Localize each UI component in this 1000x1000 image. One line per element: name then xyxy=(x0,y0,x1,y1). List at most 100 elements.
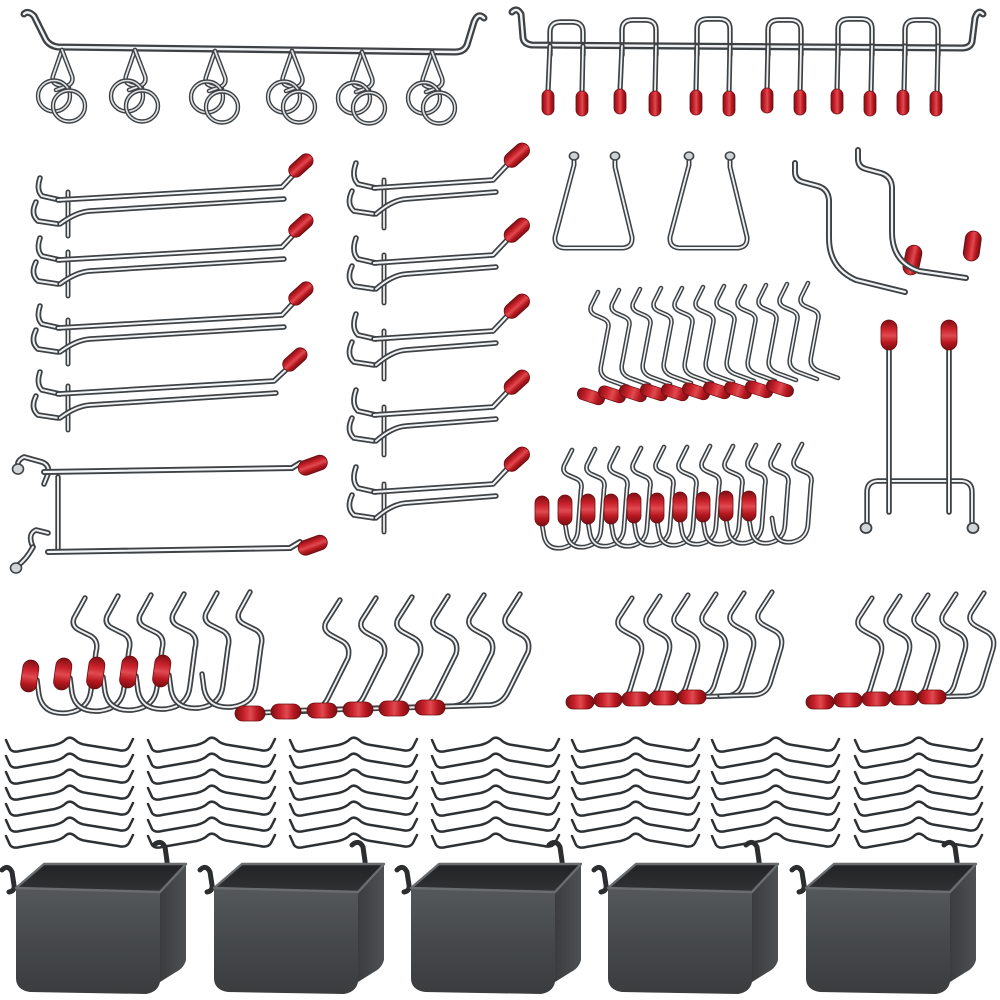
product-group-storage-bins xyxy=(0,845,1000,1000)
product-group-wire-spring-clips xyxy=(0,730,1000,850)
bin-hanging-tab xyxy=(591,864,609,895)
wire-spring-clip xyxy=(430,800,561,817)
wire-spring-clip xyxy=(288,752,419,769)
group-short-arm-hooks-set-c xyxy=(565,589,785,710)
bin-hanging-tab xyxy=(394,864,412,895)
storage-bin xyxy=(197,839,386,994)
bin-interior xyxy=(806,864,976,892)
bin-rim xyxy=(212,862,386,894)
wire-spring-clip xyxy=(710,800,841,817)
bin-side-face xyxy=(555,864,581,982)
wire-spring-clip xyxy=(710,832,841,849)
wire-spring-clip xyxy=(570,768,701,785)
bin-front-face xyxy=(214,888,358,994)
bin-interior xyxy=(608,864,778,892)
wire-spring-clip xyxy=(570,800,701,817)
wire-spring-clip xyxy=(288,816,419,833)
wire-spring-clip xyxy=(853,784,984,801)
bin-side-face xyxy=(160,864,186,982)
product-group-short-arm-hooks-group-d xyxy=(760,588,990,718)
wire-spring-clip xyxy=(570,736,701,753)
group-medium-straight-peg-hooks xyxy=(346,142,530,535)
product-group-medium-j-hooks-row xyxy=(540,445,830,570)
product-group-ring-tool-holder-bar xyxy=(10,6,480,141)
bin-rim xyxy=(409,862,583,894)
wire-spring-clip xyxy=(146,752,277,769)
bin-hanging-tab xyxy=(0,864,17,895)
wire-spring-clip xyxy=(710,752,841,769)
wire-spring-clip xyxy=(430,784,561,801)
group-storage-bins xyxy=(0,839,978,994)
wire-spring-clip xyxy=(430,768,561,785)
bin-front-face xyxy=(806,888,950,994)
wire-spring-clip xyxy=(570,816,701,833)
wire-spring-clip xyxy=(710,736,841,753)
bin-side-face xyxy=(358,864,384,982)
group-large-curved-hooks xyxy=(792,147,982,295)
product-group-double-straight-peg-hooks-left xyxy=(15,155,335,425)
wire-spring-clip xyxy=(4,800,135,817)
wire-spring-clip xyxy=(288,768,419,785)
bin-rim xyxy=(606,862,780,894)
group-double-post-tool-bracket xyxy=(859,319,980,534)
group-medium-j-hooks-row xyxy=(534,441,814,551)
bin-side-face xyxy=(950,864,976,982)
group-long-straight-peg-hooks xyxy=(30,153,314,433)
group-short-arm-hooks-set-d xyxy=(805,590,997,710)
product-group-large-curved-hooks xyxy=(790,145,990,295)
wire-spring-clip xyxy=(288,832,419,849)
product-group-large-j-hooks-group-a xyxy=(5,588,245,723)
wire-spring-clip xyxy=(430,816,561,833)
wire-spring-clip xyxy=(4,816,135,833)
wire-spring-clip xyxy=(4,752,135,769)
wire-spring-clip xyxy=(853,768,984,785)
product-group-long-arm-hooks-group-b xyxy=(240,588,530,723)
wire-spring-clip xyxy=(710,816,841,833)
group-long-arm-hooks-set-b xyxy=(234,591,532,722)
wire-spring-clip xyxy=(146,736,277,753)
product-group-double-post-tool-bracket xyxy=(855,318,980,533)
wire-spring-clip xyxy=(146,832,277,849)
group-ring-tool-holder-bar xyxy=(20,8,488,123)
product-group-trapezoid-loop-hangers xyxy=(560,148,785,273)
wire-spring-clip xyxy=(853,832,984,849)
wire-spring-clip xyxy=(853,800,984,817)
group-wire-spring-clips xyxy=(4,736,984,849)
bin-front-face xyxy=(411,888,555,994)
wire-spring-clip xyxy=(288,800,419,817)
bin-hanging-tab xyxy=(789,864,807,895)
wire-spring-clip xyxy=(430,736,561,753)
bin-interior xyxy=(214,864,384,892)
product-group-double-straight-peg-hooks-mid xyxy=(340,150,555,520)
wire-spring-clip xyxy=(430,752,561,769)
wire-spring-clip xyxy=(146,784,277,801)
wire-spring-clip xyxy=(288,736,419,753)
product-group-short-arm-hooks-group-c xyxy=(555,588,755,718)
wire-spring-clip xyxy=(430,832,561,849)
storage-bin xyxy=(0,839,188,994)
bin-rim xyxy=(14,862,188,894)
group-large-j-hooks-set-a xyxy=(20,589,265,716)
bin-rim xyxy=(804,862,978,894)
wire-spring-clip xyxy=(710,784,841,801)
wire-spring-clip xyxy=(4,784,135,801)
storage-bin xyxy=(789,839,978,994)
storage-bin xyxy=(591,839,780,994)
wire-spring-clip xyxy=(146,800,277,817)
storage-bin xyxy=(394,839,583,994)
wire-spring-clip xyxy=(288,784,419,801)
bin-front-face xyxy=(608,888,752,994)
wire-spring-clip xyxy=(853,752,984,769)
bin-interior xyxy=(16,864,186,892)
group-large-double-arm-hook xyxy=(9,454,328,574)
bin-hanging-tab xyxy=(197,864,215,895)
wire-spring-clip xyxy=(4,768,135,785)
product-group-u-loop-holder-bar xyxy=(505,6,995,131)
wire-spring-clip xyxy=(146,816,277,833)
group-u-loop-holder-bar xyxy=(508,6,987,117)
bin-side-face xyxy=(752,864,778,982)
product-group-small-angled-hooks-row xyxy=(565,288,845,413)
